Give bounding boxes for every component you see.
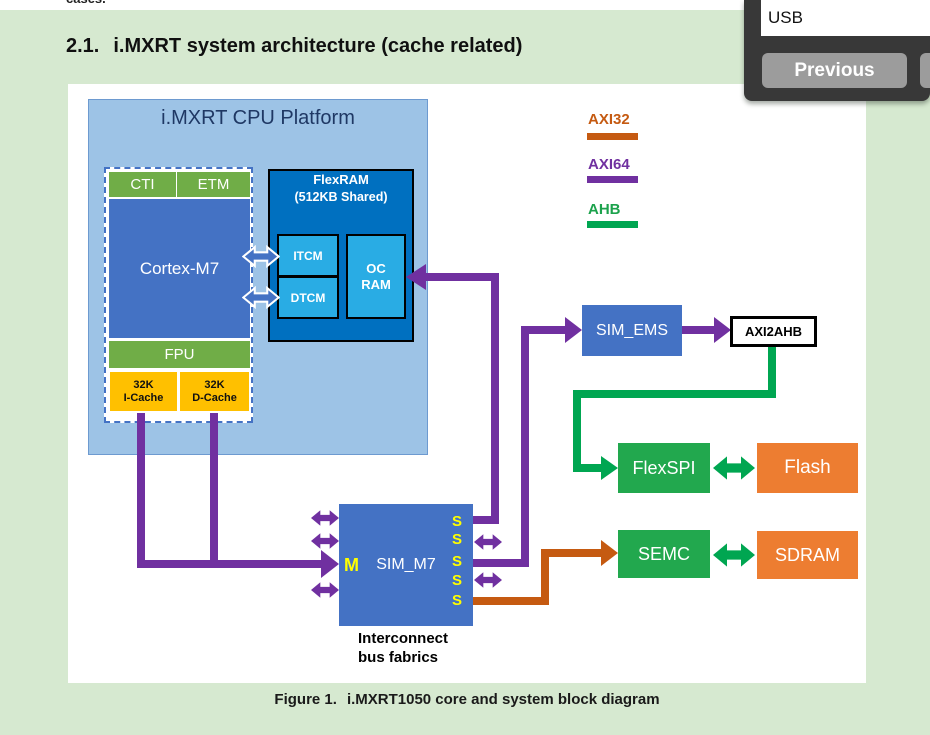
ahb-top-hline [573,390,776,398]
ocram-line2: RAM [361,276,391,292]
sim-m7-slave-port-4: S [452,572,463,589]
icache-size: 32K [133,378,154,391]
semc-sdram-arrow-icon [713,543,755,567]
legend-axi64-label: AXI64 [588,156,630,173]
axi64-ocram-arrowhead [406,264,426,290]
axi64-dcache-vline [210,413,218,568]
flexspi-flash-arrow-icon [713,456,755,480]
next-button[interactable] [920,53,930,88]
icache-label: I-Cache [123,391,164,404]
search-input[interactable]: USB [761,0,930,36]
sim-m7-slave-port-3: S [452,553,463,570]
legend-axi64-swatch [587,176,638,183]
axi64-slave-stub2-icon [474,572,502,588]
ocram-box: OC RAM [346,234,406,319]
etm-box: ETM [177,172,250,197]
dcache-label: D-Cache [192,391,237,404]
axi64-axi2ahb-arrowhead [714,317,731,343]
cti-box: CTI [109,172,176,197]
dtcm-box: DTCM [277,276,339,319]
itcm-box: ITCM [277,234,339,277]
ahb-flexspi-arrowhead [601,456,618,480]
axi64-s3-hline [473,559,529,567]
sim-m7-box: SIM_M7 [339,504,473,626]
flexram-subtitle: (512KB Shared) [294,190,388,204]
interconnect-line1: Interconnect [358,630,449,647]
axi64-s1-hline [473,516,499,524]
figure-caption-number: Figure 1. [274,691,337,708]
axi64-cache-hline [137,560,323,568]
sdram-box: SDRAM [757,531,858,579]
sim-m7-slave-port-2: S [452,531,463,548]
interconnect-label: Interconnect bus fabrics [358,629,448,667]
axi64-master-stub3-icon [311,582,339,598]
section-title: i.MXRT system architecture (cache relate… [113,35,523,57]
dcache-box: 32K D-Cache [179,371,250,412]
axi64-simems-arrowhead [565,317,582,343]
previous-button[interactable]: Previous [762,53,907,88]
cpu-platform-title: i.MXRT CPU Platform [161,107,355,129]
sim-m7-slave-port-1: S [452,513,463,530]
axi64-simems-hline [529,326,567,334]
ahb-left-vline [573,390,581,472]
icache-box: 32K I-Cache [109,371,178,412]
ocram-line1: OC [366,260,386,276]
flexram-title: FlexRAM [313,172,369,187]
cortex-itcm-arrow-icon [242,244,280,269]
axi32-semc-hline [541,549,603,557]
sim-ems-box: SIM_EMS [582,305,682,356]
figure-caption-text: i.MXRT1050 core and system block diagram [346,691,660,708]
ahb-axi2ahb-vline [768,347,776,398]
axi32-s5-hline [473,597,549,605]
cortex-dtcm-arrow-icon [242,285,280,310]
legend-axi32-label: AXI32 [588,111,630,128]
search-overlay-panel: USB Previous [744,0,930,101]
legend-ahb-swatch [587,221,638,228]
flexspi-box: FlexSPI [618,443,710,493]
section-number: 2.1. [66,35,100,57]
axi64-ocram-vline [491,273,499,524]
axi32-vline [541,549,549,605]
fpu-box: FPU [109,341,250,368]
axi64-master-stub1-icon [311,510,339,526]
axi64-axi2ahb-hline [682,326,716,334]
sim-m7-slave-port-5: S [452,592,463,609]
dcache-size: 32K [204,378,225,391]
axi64-master-arrowhead [321,550,339,578]
sim-m7-master-port: M [344,555,359,575]
section-heading: 2.1. i.MXRT system architecture (cache re… [66,35,522,58]
axi64-simems-vline [521,326,529,567]
axi64-icache-vline [137,413,145,568]
legend-axi32-swatch [587,133,638,140]
axi64-master-stub2-icon [311,533,339,549]
interconnect-line2: bus fabrics [358,649,439,666]
semc-box: SEMC [618,530,710,578]
axi32-semc-arrowhead [601,540,618,566]
figure-caption: Figure 1. i.MXRT1050 core and system bloc… [68,691,866,708]
axi2ahb-box: AXI2AHB [730,316,817,347]
clipped-word: cases. [66,0,106,6]
axi64-ocram-hline [424,273,499,281]
flash-box: Flash [757,443,858,493]
cortex-m7-box: Cortex-M7 [109,199,250,338]
axi64-slave-stub1-icon [474,534,502,550]
ahb-flexspi-hline [573,464,603,472]
clipped-text-line: cases. [0,0,930,10]
legend-ahb-label: AHB [588,201,621,218]
